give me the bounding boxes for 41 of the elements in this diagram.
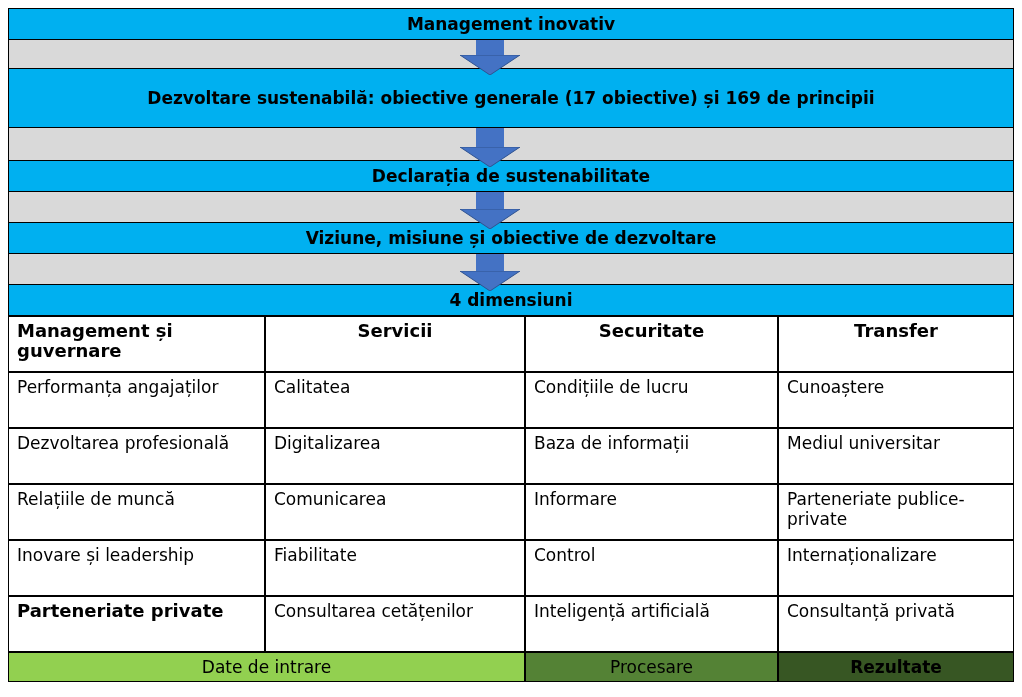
table-cell: Cunoaștere	[778, 372, 1014, 428]
table-cell: Consultarea cetățenilor	[265, 596, 525, 652]
table-cell: Calitatea	[265, 372, 525, 428]
band-title: Declarația de sustenabilitate	[371, 165, 651, 187]
block-arrow	[459, 254, 521, 292]
column-header: Management și guvernare	[8, 316, 265, 372]
heading-band	[8, 284, 1014, 316]
table-cell: Comunicarea	[265, 484, 525, 540]
table-cell: Internaționalizare	[778, 540, 1014, 596]
table-cell: Inovare și leadership	[8, 540, 265, 596]
band-title: Dezvoltare sustenabilă: obiective generale (17 obiective) și 169 de principii	[147, 87, 875, 109]
phase-band: Procesare	[525, 652, 778, 682]
table-cell: Control	[525, 540, 778, 596]
block-arrow	[459, 128, 521, 168]
block-arrow	[459, 192, 521, 230]
table-cell: Parteneriate private	[8, 596, 265, 652]
table-cell: Inteligență artificială	[525, 596, 778, 652]
table-cell: Condițiile de lucru	[525, 372, 778, 428]
table-cell: Consultanță privată	[778, 596, 1014, 652]
table-cell: Baza de informații	[525, 428, 778, 484]
band-title: Management inovativ	[406, 13, 616, 35]
phase-band: Rezultate	[778, 652, 1014, 682]
heading-band	[8, 222, 1014, 254]
table-cell: Informare	[525, 484, 778, 540]
table-cell: Dezvoltarea profesională	[8, 428, 265, 484]
block-arrow	[459, 40, 521, 76]
table-cell: Mediul universitar	[778, 428, 1014, 484]
table-cell: Parteneriate publice-private	[778, 484, 1014, 540]
column-header: Securitate	[525, 316, 778, 372]
band-title: Viziune, misiune și obiective de dezvoltare	[305, 227, 717, 249]
table-cell: Fiabilitate	[265, 540, 525, 596]
phase-band: Date de intrare	[8, 652, 525, 682]
table-cell: Relațiile de muncă	[8, 484, 265, 540]
column-header: Servicii	[265, 316, 525, 372]
table-cell: Digitalizarea	[265, 428, 525, 484]
table-cell: Performanța angajaților	[8, 372, 265, 428]
heading-band	[8, 160, 1014, 192]
heading-band	[8, 68, 1014, 128]
band-title: 4 dimensiuni	[449, 289, 573, 311]
heading-band	[8, 8, 1014, 40]
column-header: Transfer	[778, 316, 1014, 372]
